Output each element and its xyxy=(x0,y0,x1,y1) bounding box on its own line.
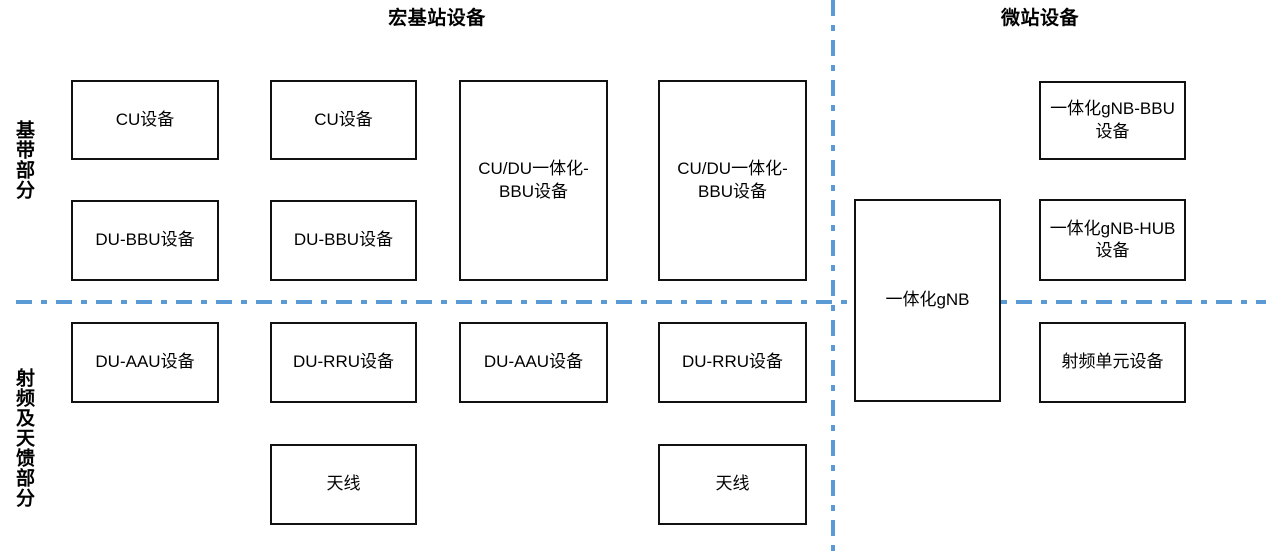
equipment-box-du-aau-1[interactable]: DU-AAU设备 xyxy=(71,322,219,403)
equipment-box-gnb-hub[interactable]: 一体化gNB-HUB设备 xyxy=(1039,199,1186,281)
equipment-box-cudu-bbu-3[interactable]: CU/DU一体化-BBU设备 xyxy=(459,80,608,281)
equipment-box-du-bbu-1[interactable]: DU-BBU设备 xyxy=(71,200,219,281)
row-label-rf-antenna: 射频及天馈部分 xyxy=(12,367,34,508)
equipment-box-antenna-4[interactable]: 天线 xyxy=(658,444,807,525)
equipment-box-rf-unit[interactable]: 射频单元设备 xyxy=(1039,322,1186,403)
section-title-macro: 宏基站设备 xyxy=(388,8,486,29)
equipment-box-gnb-bbu[interactable]: 一体化gNB-BBU设备 xyxy=(1039,81,1186,160)
equipment-box-integrated-gnb[interactable]: 一体化gNB xyxy=(854,199,1001,402)
equipment-box-cudu-bbu-4[interactable]: CU/DU一体化-BBU设备 xyxy=(658,80,807,281)
equipment-box-du-rru-2[interactable]: DU-RRU设备 xyxy=(270,322,417,403)
equipment-box-du-rru-4[interactable]: DU-RRU设备 xyxy=(658,322,807,403)
row-label-baseband: 基带部分 xyxy=(12,120,34,200)
section-title-micro: 微站设备 xyxy=(1000,8,1079,29)
macro-micro-divider xyxy=(831,0,835,551)
equipment-box-du-bbu-2[interactable]: DU-BBU设备 xyxy=(270,200,417,281)
equipment-box-du-aau-3[interactable]: DU-AAU设备 xyxy=(459,322,608,403)
equipment-box-cu-1[interactable]: CU设备 xyxy=(71,80,219,160)
baseband-rf-divider xyxy=(16,300,1266,304)
equipment-box-antenna-2[interactable]: 天线 xyxy=(270,444,417,525)
equipment-box-cu-2[interactable]: CU设备 xyxy=(270,80,417,160)
